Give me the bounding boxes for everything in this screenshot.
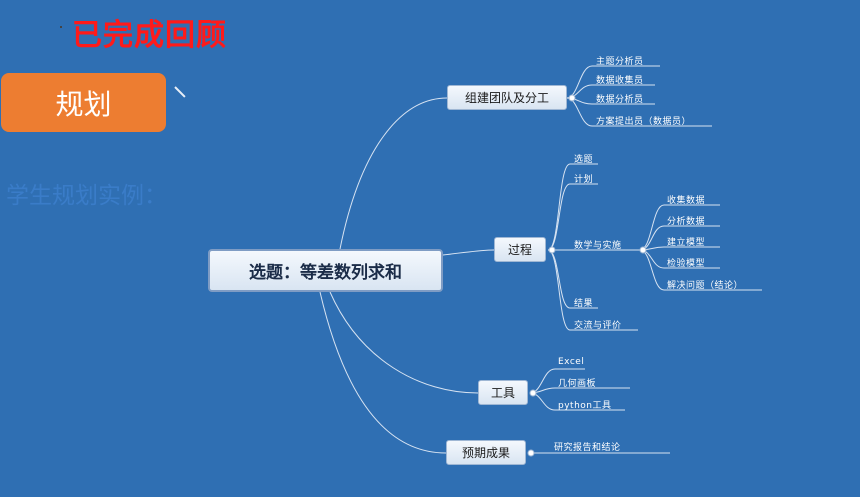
leaf-team-3: 数据分析员 (596, 95, 644, 105)
node-team[interactable]: 组建团队及分工 (447, 85, 567, 110)
collapse-dot-results (527, 449, 535, 457)
stray-dot (60, 26, 62, 28)
leaf-sub-4: 检验模型 (667, 259, 706, 269)
leaf-tool-2: 几何画板 (558, 379, 597, 389)
connector-root-process (442, 249, 495, 256)
leaf-sub-5: 解决问题（结论） (667, 281, 744, 291)
leaf-proc-4: 结果 (574, 299, 594, 309)
slide-title: 已完成回顾 (72, 18, 227, 53)
leaf-team-4: 方案提出员（数据员） (596, 117, 692, 127)
connector-root-results (319, 291, 447, 454)
leaf-proc-5: 交流与评价 (574, 321, 622, 331)
node-results[interactable]: 预期成果 (446, 440, 526, 465)
leaf-tool-3: python工具 (558, 401, 612, 411)
leaf-res-1: 研究报告和结论 (554, 443, 621, 453)
example-label: 学生规划实例： (6, 183, 167, 209)
plan-button-label: 规划 (55, 87, 112, 121)
mindmap-root[interactable]: 选题：等差数列求和 (208, 249, 443, 292)
leaf-proc-3: 数学与实施 (574, 241, 622, 251)
node-process[interactable]: 过程 (494, 237, 546, 262)
collapse-dot-tools (529, 389, 537, 397)
leaf-sub-1: 收集数据 (667, 196, 706, 206)
connector-proc-1 (547, 163, 598, 251)
leaf-team-2: 数据收集员 (596, 76, 644, 86)
collapse-dot-team (568, 94, 576, 102)
plan-button[interactable]: 规划 (1, 73, 166, 132)
connector-proc-5 (547, 249, 638, 331)
node-tools[interactable]: 工具 (478, 380, 528, 405)
leaf-sub-3: 建立模型 (667, 238, 706, 248)
leaf-proc-2: 计划 (574, 175, 594, 185)
collapse-dot-sub (639, 246, 647, 254)
leaf-tool-1: Excel (558, 357, 585, 367)
leaf-proc-1: 选题 (574, 155, 594, 165)
collapse-dot-process (548, 246, 556, 254)
leaf-sub-2: 分析数据 (667, 217, 706, 227)
connector-root-team (339, 97, 448, 250)
connector-root-tools (329, 291, 479, 394)
leaf-team-1: 主题分析员 (596, 57, 644, 67)
